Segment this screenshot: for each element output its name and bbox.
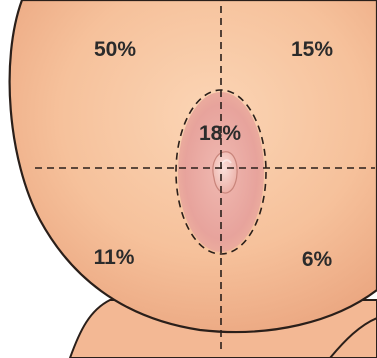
lower-outer-percentage: 11% [94,246,135,269]
upper-outer-percentage: 50% [94,38,136,61]
upper-inner-percentage: 15% [291,38,333,61]
central-percentage: 18% [199,122,241,145]
lower-inner-percentage: 6% [302,248,333,271]
nipple [213,152,237,193]
